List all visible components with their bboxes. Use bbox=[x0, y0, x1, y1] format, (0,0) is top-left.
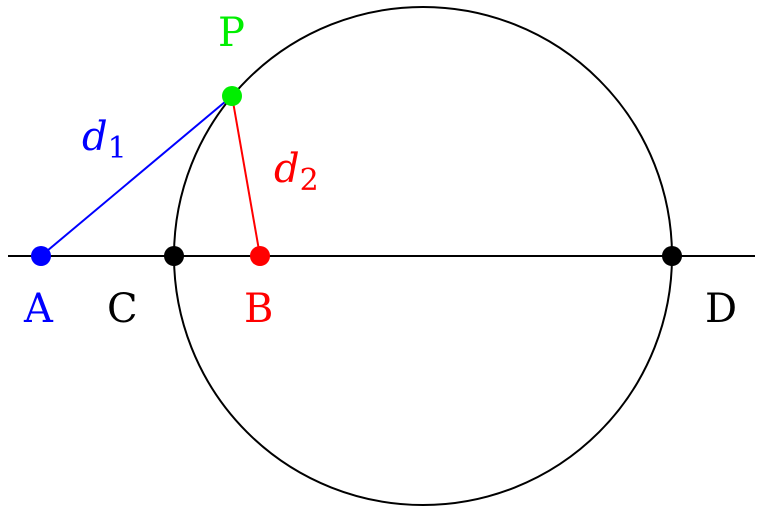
point-b bbox=[250, 246, 270, 266]
label-b: B bbox=[244, 286, 273, 332]
point-p bbox=[222, 86, 242, 106]
label-d1: d1 bbox=[82, 114, 127, 166]
label-d: D bbox=[705, 286, 737, 332]
point-c bbox=[164, 246, 184, 266]
point-d bbox=[662, 246, 682, 266]
label-p: P bbox=[218, 10, 245, 56]
segment-d1 bbox=[40, 95, 233, 257]
label-d2: d2 bbox=[274, 146, 319, 198]
label-c: C bbox=[107, 286, 138, 332]
point-a bbox=[31, 246, 51, 266]
label-a: A bbox=[23, 286, 54, 332]
segment-d2 bbox=[231, 95, 261, 257]
